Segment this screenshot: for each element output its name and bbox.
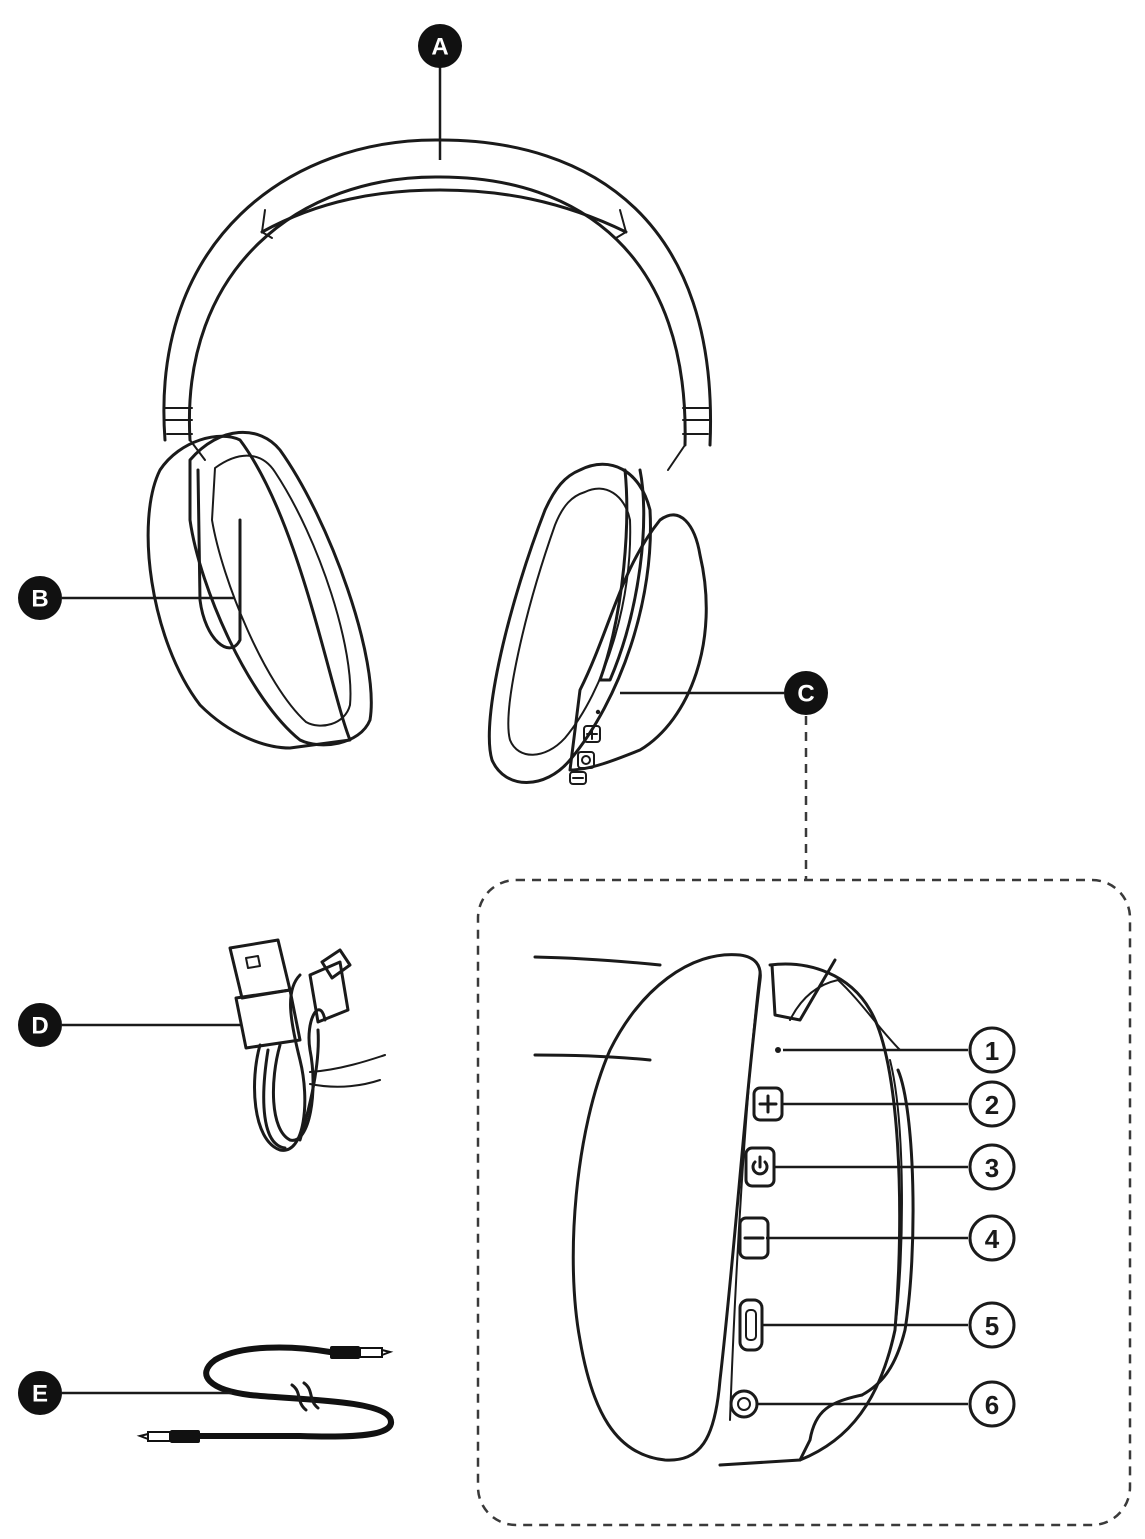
- callout-e: E: [18, 1371, 232, 1415]
- detail-item-6-aux-jack: 6: [729, 1380, 1016, 1428]
- aux-jack-icon: [729, 1389, 759, 1419]
- callout-c: C: [620, 671, 828, 880]
- detail-number-6: 6: [985, 1390, 999, 1420]
- callout-b: B: [18, 576, 235, 620]
- plus-icon: [752, 1086, 784, 1122]
- detail-number-1: 1: [985, 1036, 999, 1066]
- headphones-illustration: [146, 138, 713, 785]
- detail-item-2-volume-up: 2: [752, 1080, 1016, 1128]
- minus-icon: [738, 1216, 770, 1260]
- detail-item-3-power: 3: [744, 1143, 1016, 1191]
- callout-d-label: D: [31, 1013, 48, 1040]
- detail-frame: [476, 878, 1132, 1527]
- aux-cable-illustration: [136, 1344, 394, 1443]
- detail-number-2: 2: [985, 1090, 999, 1120]
- callout-b-label: B: [31, 586, 48, 613]
- right-cup-controls: [569, 709, 601, 785]
- callout-a-label: A: [431, 34, 448, 61]
- detail-item-4-volume-down: 4: [738, 1214, 1016, 1262]
- usb-port-icon: [738, 1298, 764, 1352]
- detail-item-5-usb-port: 5: [738, 1298, 1016, 1352]
- detail-number-3: 3: [985, 1153, 999, 1183]
- detail-number-4: 4: [985, 1224, 1000, 1254]
- callout-d: D: [18, 1003, 240, 1047]
- power-icon: [744, 1146, 776, 1188]
- usb-cable-illustration: [228, 938, 386, 1152]
- control-detail-panel: 1 2 3: [476, 878, 1132, 1527]
- callout-a: A: [418, 24, 462, 160]
- detail-number-5: 5: [985, 1311, 999, 1341]
- callout-c-label: C: [797, 681, 814, 708]
- detail-item-1-led: 1: [775, 1026, 1016, 1074]
- callout-e-label: E: [32, 1381, 48, 1408]
